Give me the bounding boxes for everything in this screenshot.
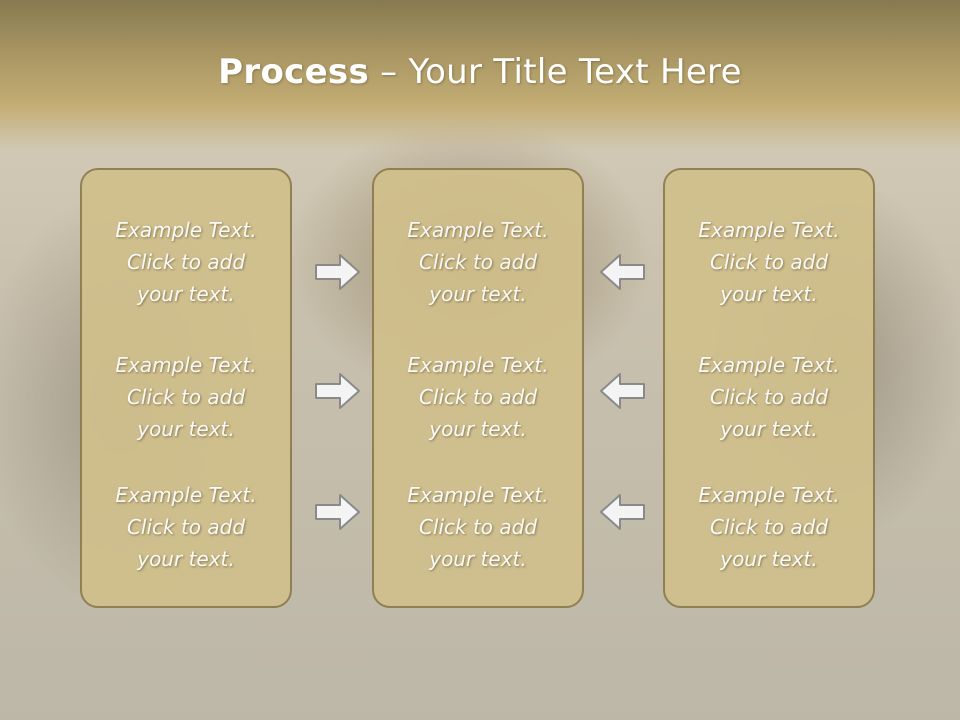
process-panel-left: Example Text. Click to add your text. Ex… [80,168,292,608]
text-line: Click to add [709,385,829,409]
page-title[interactable]: Process – Your Title Text Here [0,52,960,92]
title-bold: Process [218,52,370,92]
arrow-left-icon [600,254,645,290]
text-line: your text. [137,547,235,571]
process-panel-center: Example Text. Click to add your text. Ex… [372,168,584,608]
arrow-right-icon [315,494,360,530]
text-line: your text. [720,547,818,571]
text-line: Example Text. [407,483,549,507]
text-line: Example Text. [698,353,840,377]
text-line: Example Text. [115,218,257,242]
text-line: Click to add [418,250,538,274]
text-line: your text. [720,282,818,306]
process-panel-right: Example Text. Click to add your text. Ex… [663,168,875,608]
text-placeholder[interactable]: Example Text. Click to add your text. [374,479,582,575]
text-placeholder[interactable]: Example Text. Click to add your text. [82,214,290,310]
text-line: your text. [429,282,527,306]
text-placeholder[interactable]: Example Text. Click to add your text. [82,479,290,575]
text-line: Click to add [126,515,246,539]
arrow-right-icon [315,373,360,409]
arrow-right-icon [315,254,360,290]
text-line: Click to add [418,515,538,539]
text-line: your text. [137,417,235,441]
text-line: Example Text. [407,353,549,377]
text-placeholder[interactable]: Example Text. Click to add your text. [374,214,582,310]
text-line: Click to add [709,250,829,274]
text-placeholder[interactable]: Example Text. Click to add your text. [374,349,582,445]
text-line: Example Text. [115,353,257,377]
text-line: Example Text. [115,483,257,507]
arrow-left-icon [600,373,645,409]
text-line: Example Text. [698,218,840,242]
text-line: Click to add [126,250,246,274]
text-placeholder[interactable]: Example Text. Click to add your text. [82,349,290,445]
text-line: Example Text. [698,483,840,507]
text-line: Example Text. [407,218,549,242]
text-line: Click to add [126,385,246,409]
text-line: your text. [720,417,818,441]
text-placeholder[interactable]: Example Text. Click to add your text. [665,349,873,445]
text-placeholder[interactable]: Example Text. Click to add your text. [665,479,873,575]
title-bar [0,0,960,150]
arrow-left-icon [600,494,645,530]
text-line: your text. [137,282,235,306]
text-placeholder[interactable]: Example Text. Click to add your text. [665,214,873,310]
text-line: Click to add [418,385,538,409]
text-line: your text. [429,417,527,441]
text-line: your text. [429,547,527,571]
text-line: Click to add [709,515,829,539]
title-rest: – Your Title Text Here [369,52,742,92]
